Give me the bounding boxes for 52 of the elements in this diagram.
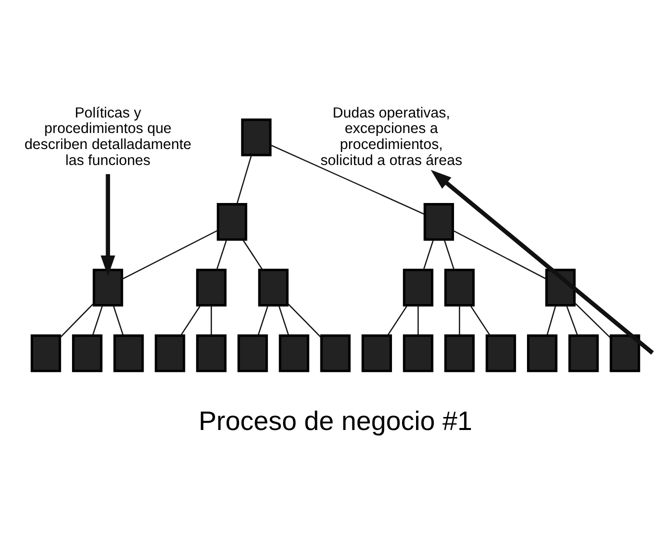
node-box [486, 334, 516, 372]
connector [92, 304, 104, 336]
node-box [424, 202, 454, 240]
arrow [430, 169, 654, 354]
connector [387, 304, 408, 336]
node-box [320, 334, 351, 372]
connector [216, 239, 228, 270]
node-box [113, 334, 144, 372]
node-box [444, 334, 475, 372]
connector [566, 304, 578, 336]
node-box [154, 334, 186, 372]
connector [452, 230, 547, 280]
node-box [568, 334, 599, 372]
node-box [362, 334, 392, 372]
connector [270, 144, 425, 214]
connector [418, 304, 419, 335]
node-box [72, 334, 102, 372]
node-box [402, 268, 434, 306]
connector [258, 304, 268, 336]
node-box [278, 334, 310, 372]
node-box [241, 118, 272, 156]
connector [444, 239, 455, 270]
connector [546, 304, 556, 336]
connector [180, 304, 201, 336]
connector [112, 304, 124, 336]
connector [423, 239, 434, 270]
node-box [92, 268, 124, 306]
node-box [402, 334, 434, 372]
label: Proceso de negocio #1 [198, 406, 472, 436]
node-box [237, 334, 268, 372]
node-box [610, 334, 640, 372]
node-box [527, 334, 558, 372]
node-box [444, 268, 475, 306]
node-text: Dudas operativas, excepciones a procedimientos, solicitud a otras áreas [320, 104, 462, 168]
connector [122, 229, 218, 280]
node-box [545, 268, 576, 306]
connector [458, 304, 460, 335]
connector [278, 304, 290, 336]
node-box [196, 268, 227, 306]
node-box [258, 268, 289, 306]
connector [236, 154, 252, 204]
arrow [100, 174, 116, 276]
connector [59, 302, 94, 338]
connector [574, 302, 611, 338]
connector [287, 302, 322, 338]
node-text: Políticas y procedimientos que describen detalladamente las funciones [24, 104, 192, 168]
connector [210, 304, 212, 335]
node-box [30, 334, 62, 372]
connector [242, 238, 263, 270]
connector [470, 304, 490, 336]
node-box [216, 202, 248, 240]
node-box [196, 334, 227, 372]
